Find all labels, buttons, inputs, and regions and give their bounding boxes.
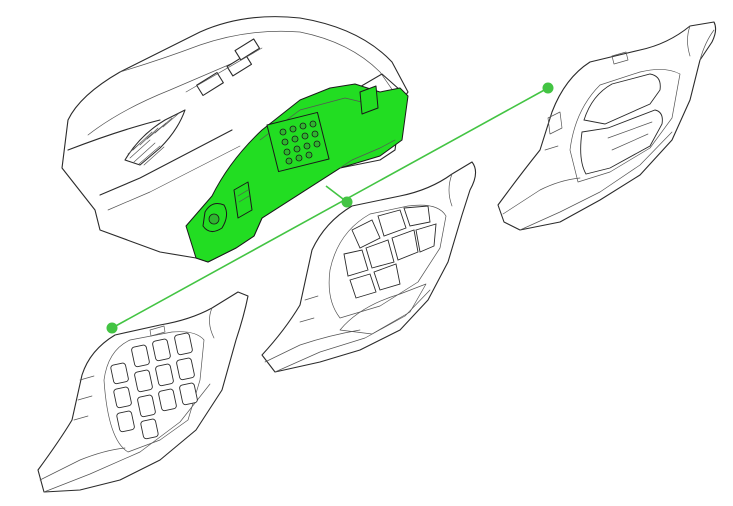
connector-dot-right bbox=[542, 82, 554, 94]
side-panel-mount-highlight bbox=[185, 83, 409, 263]
connector-line-main bbox=[111, 87, 549, 329]
connector-dot-center bbox=[341, 196, 353, 208]
two-button-side-plate-icon bbox=[497, 21, 717, 231]
twelve-button-side-plate-icon bbox=[37, 291, 249, 493]
connector-lines bbox=[106, 82, 554, 334]
connector-dot-left bbox=[106, 322, 118, 334]
mouse-body-icon bbox=[61, 16, 409, 263]
seven-button-side-plate-icon bbox=[261, 161, 477, 373]
scroll-wheel-icon bbox=[124, 109, 186, 166]
twelve-button-grid bbox=[110, 332, 198, 440]
side-button-1 bbox=[583, 73, 661, 125]
contact-pins-icon bbox=[279, 120, 321, 165]
seven-button-cluster bbox=[343, 205, 437, 299]
